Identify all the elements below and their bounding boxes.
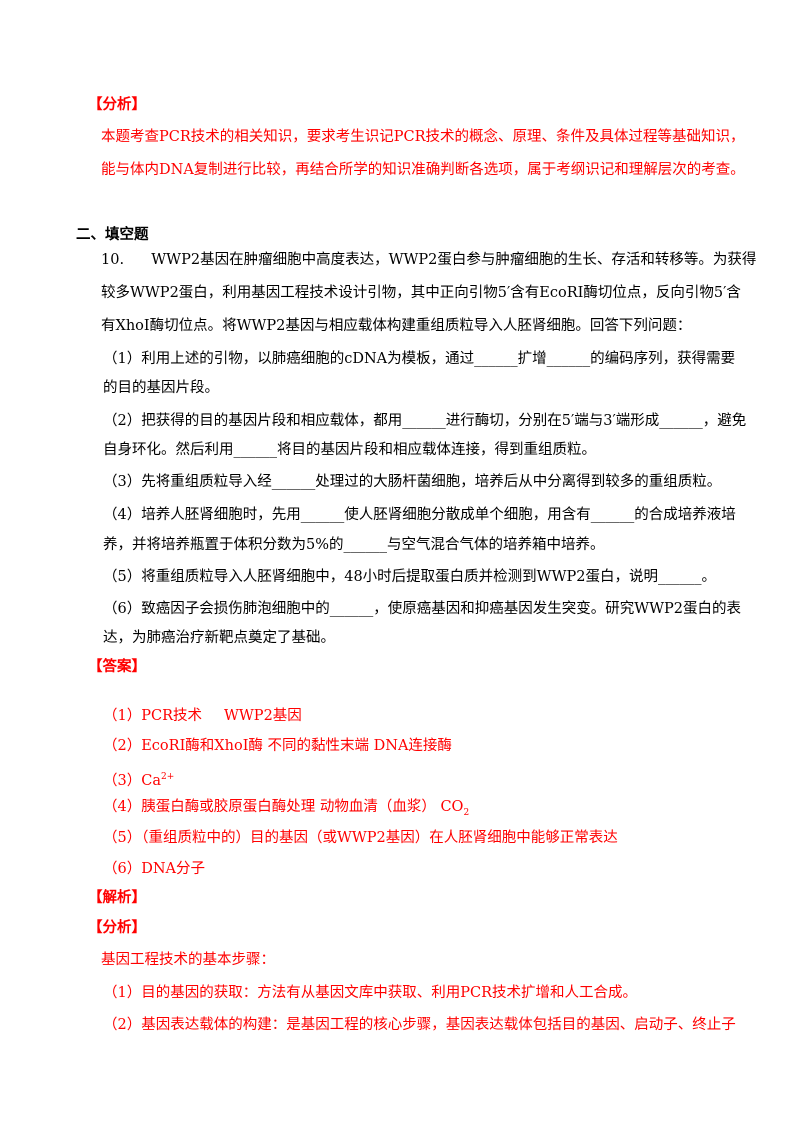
question-number: 10. xyxy=(101,252,125,268)
question-part-3: （3）先将重组质粒导入经______处理过的大肠杆菌细胞，培养后从中分离得到较多… xyxy=(103,474,722,490)
answer-2: （2）EcoRI酶和XhoI酶 不同的黏性末端 DNA连接酶 xyxy=(103,738,452,754)
question-stem-line-2: 较多WWP2蛋白，利用基因工程技术设计引物，其中正向引物5′含有EcoRI酶切位… xyxy=(101,285,741,301)
question-stem-line-1: 10. WWP2基因在肿瘤细胞中高度表达，WWP2蛋白参与肿瘤细胞的生长、存活和… xyxy=(101,250,756,270)
analysis-line-1: 本题考查PCR技术的相关知识，要求考生识记PCR技术的概念、原理、条件及具体过程… xyxy=(101,129,745,145)
analysis-2-line-1: 基因工程技术的基本步骤： xyxy=(101,952,275,968)
answer-3: （3）Ca2+ xyxy=(103,767,174,791)
answer-1: （1）PCR技术 WWP2基因 xyxy=(103,706,302,726)
explanation-label: 【解析】 xyxy=(88,889,146,906)
answer-5: （5）（重组质粒中的）目的基因（或WWP2基因）在人胚肾细胞中能够正常表达 xyxy=(103,830,618,846)
question-stem-text-1: WWP2基因在肿瘤细胞中高度表达，WWP2蛋白参与肿瘤细胞的生长、存活和转移等。… xyxy=(151,252,757,268)
section-title: 二、填空题 xyxy=(76,226,149,243)
question-part-6: （6）致癌因子会损伤肺泡细胞中的______，使原癌基因和抑癌基因发生突变。研究… xyxy=(103,601,742,617)
question-part-6-cont: 达，为肺癌治疗新靶点奠定了基础。 xyxy=(103,630,335,646)
answer-4-text: （4）胰蛋白酶或胶原蛋白酶处理 动物血清（血浆） CO xyxy=(103,799,464,815)
answer-6: （6）DNA分子 xyxy=(103,861,206,877)
question-part-4: （4）培养人胚肾细胞时，先用______使人胚肾细胞分散成单个细胞，用含有___… xyxy=(103,507,736,523)
analysis-2-line-2: （1）目的基因的获取：方法有从基因文库中获取、利用PCR技术扩增和人工合成。 xyxy=(103,985,637,1001)
analysis-2-label: 【分析】 xyxy=(88,919,146,936)
answer-1-part-a: （1）PCR技术 xyxy=(103,708,202,724)
question-part-1-cont: 的目的基因片段。 xyxy=(103,380,219,396)
question-stem-line-3: 有XhoI酶切位点。将WWP2基因与相应载体构建重组质粒导入人胚肾细胞。回答下列… xyxy=(101,318,692,334)
answer-label: 【答案】 xyxy=(88,658,146,675)
analysis-line-2: 能与体内DNA复制进行比较，再结合所学的知识准确判断各选项，属于考纲识记和理解层… xyxy=(101,162,745,178)
answer-1-part-b: WWP2基因 xyxy=(224,708,302,724)
answer-4-subscript: 2 xyxy=(463,807,470,818)
question-part-5: （5）将重组质粒导入人胚肾细胞中，48小时后提取蛋白质并检测到WWP2蛋白，说明… xyxy=(103,569,716,585)
question-part-2-cont: 自身环化。然后利用______将目的基因片段和相应载体连接，得到重组质粒。 xyxy=(103,442,596,458)
analysis-label: 【分析】 xyxy=(88,96,146,113)
answer-3-superscript: 2+ xyxy=(160,772,175,782)
analysis-2-line-3: （2）基因表达载体的构建：是基因工程的核心步骤，基因表达载体包括目的基因、启动子… xyxy=(103,1017,736,1033)
question-part-1: （1）利用上述的引物，以肺癌细胞的cDNA为模板，通过______扩增_____… xyxy=(103,351,736,367)
answer-4: （4）胰蛋白酶或胶原蛋白酶处理 动物血清（血浆） CO2 xyxy=(103,797,469,823)
question-part-4-cont: 养，并将培养瓶置于体积分数为5%的______与空气混合气体的培养箱中培养。 xyxy=(103,537,605,553)
question-part-2: （2）把获得的目的基因片段和相应载体，都用______进行酶切，分别在5′端与3… xyxy=(103,413,747,429)
answer-3-text: （3）Ca xyxy=(103,772,161,789)
